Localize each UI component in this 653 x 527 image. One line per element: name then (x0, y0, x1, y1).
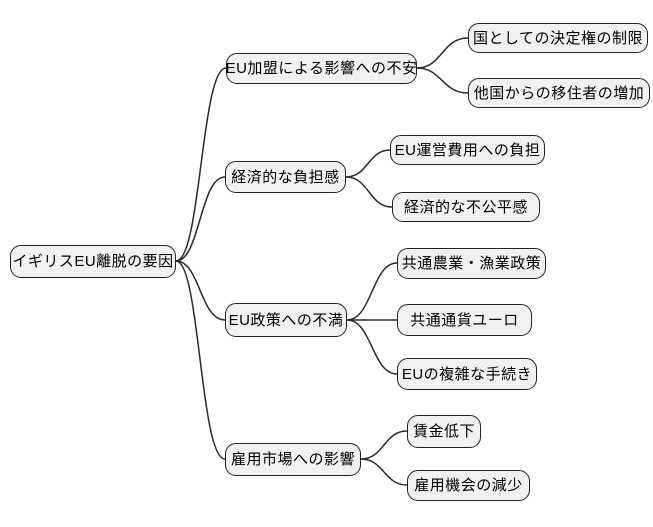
branch-node-economic-burden: 経済的な負担感 (225, 161, 346, 193)
leaf-node-immigration-increase: 他国からの移住者の増加 (468, 78, 650, 108)
leaf-node-common-agriculture-fishery-policy: 共通農業・漁業政策 (397, 248, 546, 279)
edge-branch-4-to-leaf-1 (360, 430, 408, 460)
edge-root-to-branch-3 (175, 260, 226, 321)
root-node-brexit-factors: イギリスEU離脱の要因 (10, 245, 176, 278)
edge-root-to-branch-4 (175, 260, 226, 460)
leaf-node-common-currency-euro: 共通通貨ユーロ (397, 304, 532, 336)
leaf-node-eu-operating-costs: EU運営費用への負担 (390, 135, 545, 165)
edge-branch-2-to-leaf-2 (345, 176, 393, 208)
leaf-node-economic-unfairness: 経済的な不公平感 (392, 192, 540, 222)
edge-branch-4-to-leaf-2 (360, 458, 408, 486)
edge-branch-3-to-leaf-3 (346, 319, 398, 375)
edge-branch-1-to-leaf-1 (416, 37, 469, 69)
edge-root-to-branch-2 (175, 176, 226, 262)
edge-branch-3-to-leaf-1 (346, 262, 398, 321)
edge-branch-2-to-leaf-1 (345, 149, 391, 178)
edge-root-to-branch-1 (175, 67, 227, 262)
edge-branch-1-to-leaf-2 (416, 67, 469, 94)
leaf-node-eu-complex-procedures: EUの複雑な手続き (397, 358, 537, 390)
leaf-node-employment-opportunity-decrease: 雇用機会の減少 (407, 470, 530, 501)
leaf-node-wage-decline: 賃金低下 (407, 415, 481, 448)
branch-node-eu-membership-anxiety: EU加盟による影響への不安 (226, 53, 417, 84)
leaf-node-national-decision-limits: 国としての決定権の制限 (468, 23, 648, 53)
branch-node-eu-policy-dissatisfaction: EU政策への不満 (225, 303, 347, 337)
branch-node-labor-market-impact: 雇用市場への影響 (225, 443, 361, 476)
